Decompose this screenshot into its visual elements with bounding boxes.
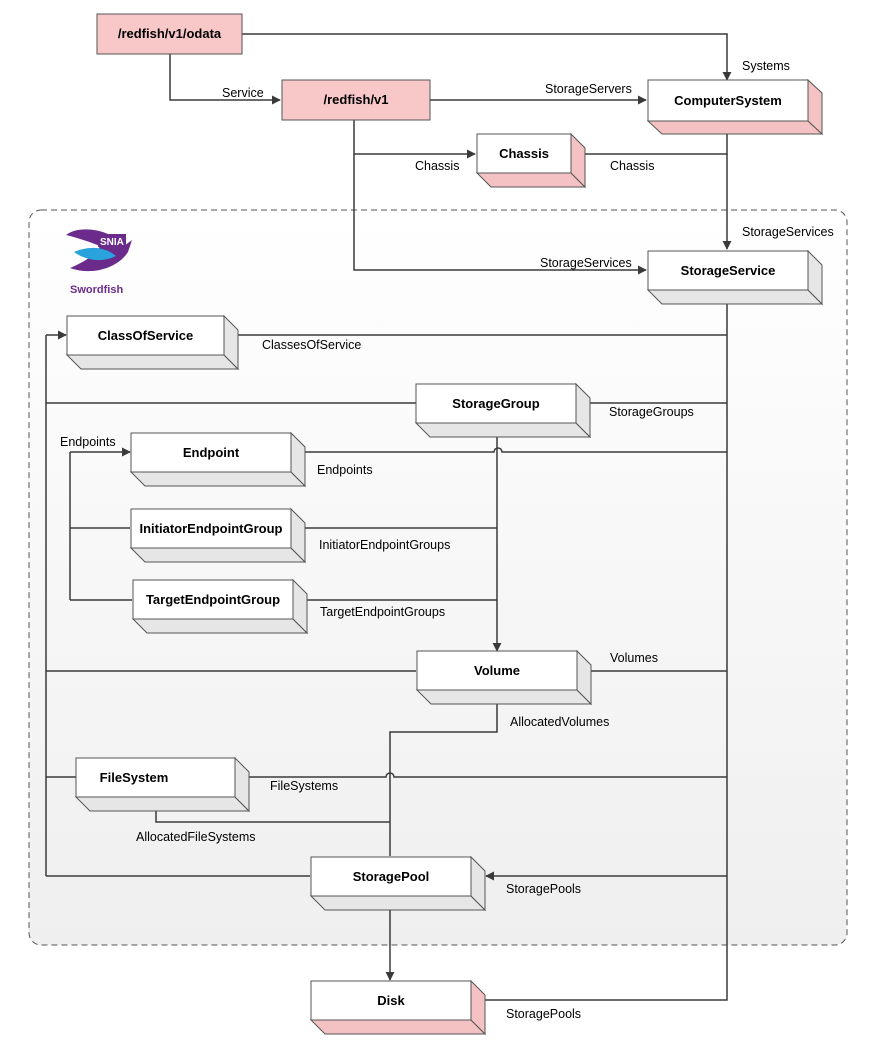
- label-file-systems: FileSystems: [270, 779, 338, 793]
- node-disk-label: Disk: [377, 993, 405, 1008]
- node-computer-system[interactable]: ComputerSystem: [646, 78, 824, 136]
- edge-labels: Systems Service StorageServers Chassis C…: [60, 59, 834, 1021]
- node-storage-group-label: StorageGroup: [452, 396, 539, 411]
- label-storage-servers: StorageServers: [545, 82, 632, 96]
- node-disk[interactable]: Disk: [309, 979, 487, 1036]
- node-endpoint-label: Endpoint: [183, 445, 240, 460]
- label-target-endpoint-groups: TargetEndpointGroups: [320, 605, 445, 619]
- node-class-of-service-label: ClassOfService: [98, 328, 193, 343]
- edge-storage-pools-bottom: [471, 876, 728, 1005]
- label-storage-pools-mid: StoragePools: [506, 882, 581, 896]
- node-volume-label: Volume: [474, 663, 520, 678]
- label-storage-pools-bottom: StoragePools: [506, 1007, 581, 1021]
- node-chassis[interactable]: Chassis: [475, 132, 587, 189]
- label-chassis-right: Chassis: [610, 159, 654, 173]
- node-target-endpoint-group-label: TargetEndpointGroup: [146, 592, 280, 607]
- node-file-system[interactable]: FileSystem: [74, 756, 251, 813]
- edge-chassis-from-v1: [353, 120, 476, 159]
- label-service: Service: [222, 86, 264, 100]
- node-chassis-label: Chassis: [499, 146, 549, 161]
- label-storage-groups: StorageGroups: [609, 405, 694, 419]
- label-storage-services-top: StorageServices: [742, 225, 834, 239]
- node-initiator-endpoint-group-label: InitiatorEndpointGroup: [140, 521, 283, 536]
- label-storage-services-mid: StorageServices: [540, 256, 632, 270]
- node-storage-pool[interactable]: StoragePool: [309, 855, 487, 912]
- node-storage-service[interactable]: StorageService: [646, 249, 824, 306]
- node-class-of-service[interactable]: ClassOfService: [65, 314, 240, 371]
- node-storage-service-label: StorageService: [681, 263, 776, 278]
- edge-service: [169, 54, 281, 105]
- label-chassis-left: Chassis: [415, 159, 459, 173]
- label-allocated-file-systems: AllocatedFileSystems: [136, 830, 256, 844]
- node-storage-pool-label: StoragePool: [353, 869, 430, 884]
- node-computer-system-label: ComputerSystem: [674, 93, 782, 108]
- node-target-endpoint-group[interactable]: TargetEndpointGroup: [131, 578, 309, 635]
- label-classes-of-service: ClassesOfService: [262, 338, 361, 352]
- node-storage-group[interactable]: StorageGroup: [414, 382, 592, 439]
- node-volume[interactable]: Volume: [415, 649, 593, 706]
- label-volumes: Volumes: [610, 651, 658, 665]
- node-endpoint[interactable]: Endpoint: [129, 431, 307, 488]
- node-v1[interactable]: /redfish/v1: [281, 79, 431, 121]
- label-endpoints-left: Endpoints: [60, 435, 116, 449]
- logo-product: Swordfish: [70, 284, 123, 296]
- edge-storage-services-mid: [353, 154, 647, 275]
- logo-brand: SNIA: [100, 237, 124, 248]
- node-v1-label: /redfish/v1: [323, 92, 388, 107]
- label-systems: Systems: [742, 59, 790, 73]
- snia-swordfish-logo: SNIA Swordfish: [66, 229, 132, 296]
- edge-systems: [242, 33, 732, 81]
- node-file-system-label: FileSystem: [100, 770, 169, 785]
- edge-endpoints: [291, 447, 727, 457]
- edge-allocated-volumes: [389, 690, 502, 856]
- node-odata[interactable]: /redfish/v1/odata: [96, 13, 243, 55]
- label-allocated-volumes: AllocatedVolumes: [510, 715, 609, 729]
- node-initiator-endpoint-group[interactable]: InitiatorEndpointGroup: [129, 507, 307, 564]
- label-initiator-endpoint-groups: InitiatorEndpointGroups: [319, 538, 450, 552]
- label-endpoints-right: Endpoints: [317, 463, 373, 477]
- node-odata-label: /redfish/v1/odata: [118, 26, 222, 41]
